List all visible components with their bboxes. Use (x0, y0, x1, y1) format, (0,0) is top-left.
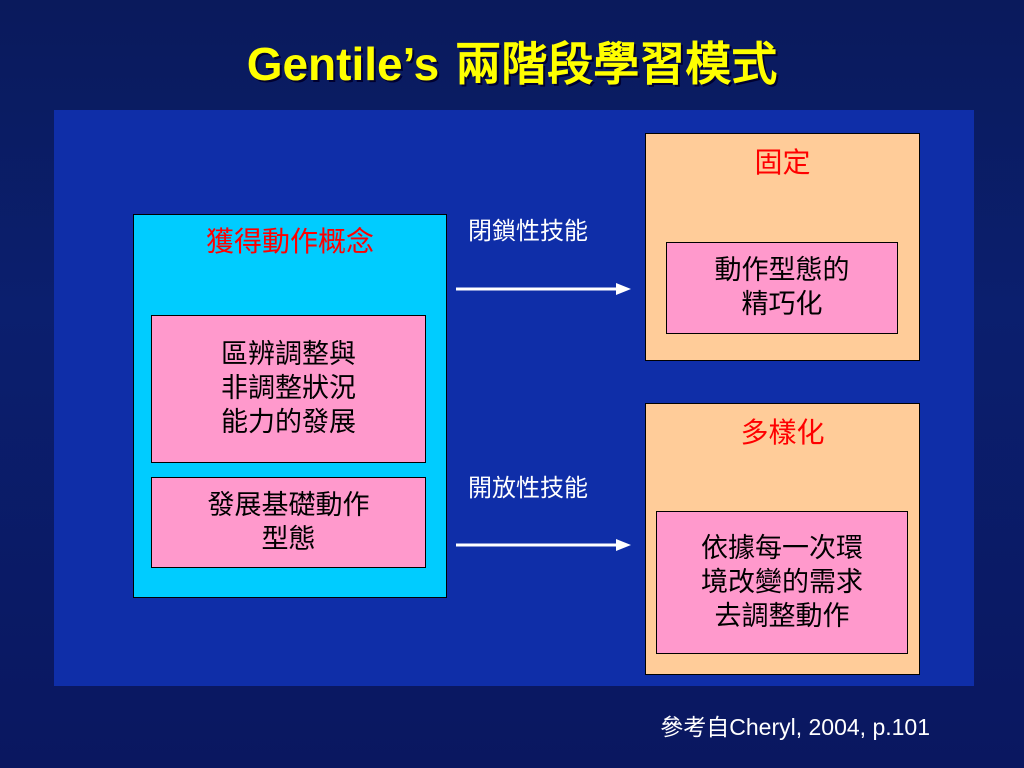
open-skill-arrow (456, 539, 631, 551)
page-title: Gentile’s 兩階段學習模式 (0, 32, 1024, 96)
fixed-outcome-heading: 固定 (754, 146, 811, 179)
reference-citation: 參考自Cheryl, 2004, p.101 (660, 712, 930, 743)
fixed-outcome-item: 動作型態的 精巧化 (666, 242, 898, 334)
closed-skill-arrow (456, 283, 631, 295)
title-cjk: 兩階段學習模式 (455, 37, 778, 91)
diverse-outcome-heading: 多樣化 (740, 416, 825, 449)
open-skill-label: 開放性技能 (468, 474, 588, 502)
reference-prefix: 參考自 (660, 715, 730, 741)
stage-one-item-basic-patterns: 發展基礎動作 型態 (151, 477, 426, 568)
closed-skill-label: 閉鎖性技能 (468, 217, 588, 245)
stage-one-item-discrimination: 區辨調整與 非調整狀況 能力的發展 (151, 315, 426, 463)
stage-one-heading: 獲得動作概念 (205, 225, 374, 258)
title-latin: Gentile’s (246, 38, 440, 90)
diverse-outcome-item: 依據每一次環 境改變的需求 去調整動作 (656, 511, 908, 654)
reference-source: Cheryl, 2004, p.101 (729, 714, 930, 740)
